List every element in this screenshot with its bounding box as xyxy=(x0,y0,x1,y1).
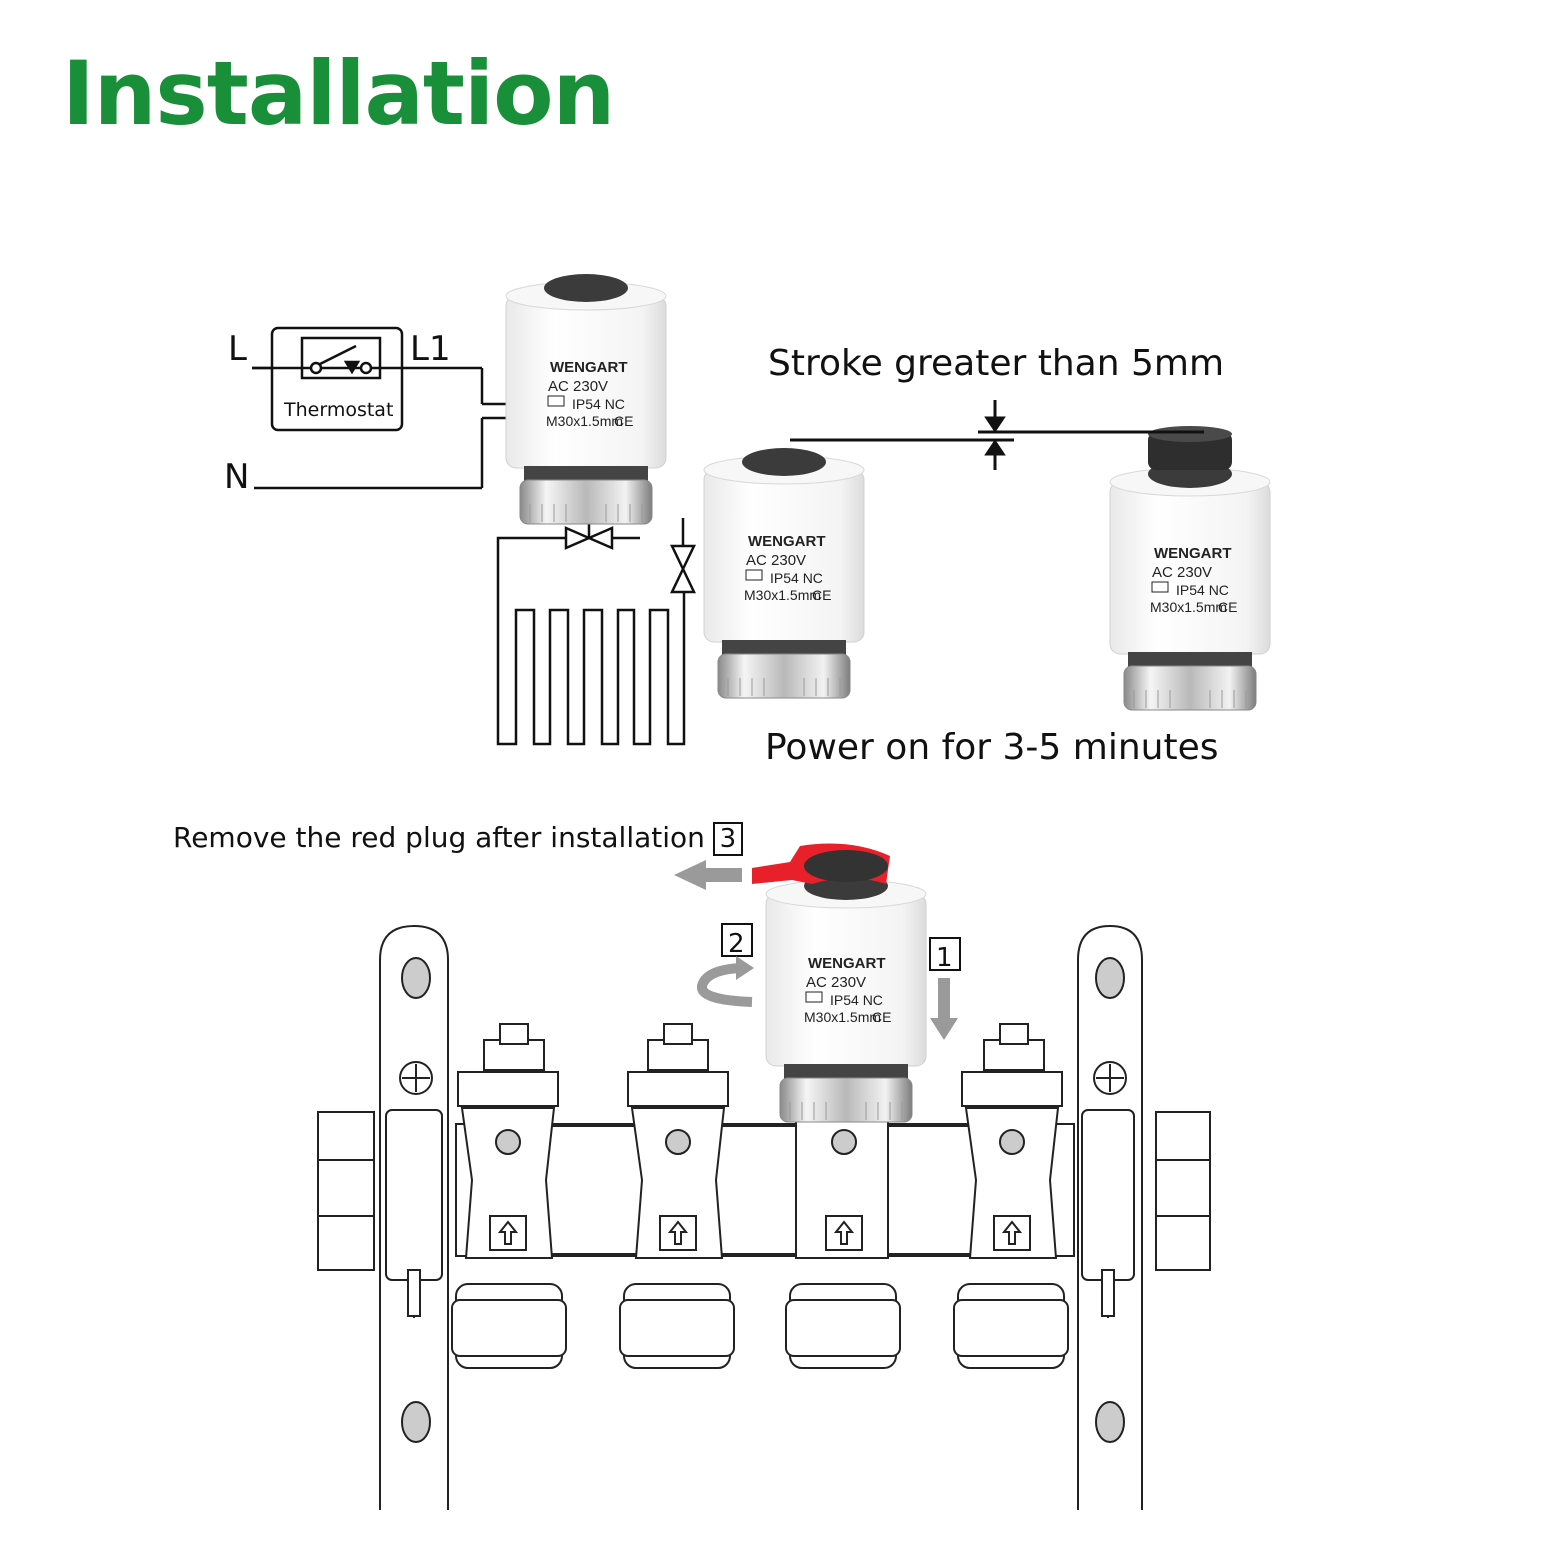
actuator-rating: IP54 NC xyxy=(830,992,883,1008)
valve-4 xyxy=(953,1023,1069,1369)
double-insulation-icon xyxy=(547,395,565,407)
remove-arrow xyxy=(674,860,742,890)
double-insulation-icon xyxy=(805,991,823,1003)
actuator-rating: IP54 NC xyxy=(1176,582,1229,598)
step-1-badge: 1 xyxy=(936,943,953,973)
stroke-indicator xyxy=(790,400,1204,470)
ce-mark: CE xyxy=(872,1009,891,1025)
red-plug xyxy=(752,843,890,884)
ce-mark: CE xyxy=(1218,599,1237,615)
floor-heating-loop xyxy=(496,518,696,746)
step-1-down: 1 xyxy=(929,937,961,1040)
double-insulation-icon xyxy=(1151,581,1169,593)
valve-2 xyxy=(619,1023,735,1369)
actuator-mounting: WENGART AC 230V IP54 NC M30x1.5mm CE xyxy=(765,871,927,1123)
actuator-thread: M30x1.5mm xyxy=(804,1009,881,1025)
left-end-cap xyxy=(317,1111,375,1271)
actuator-voltage: AC 230V xyxy=(1152,564,1212,581)
actuator-voltage: AC 230V xyxy=(746,552,806,569)
wire-label-n: N xyxy=(224,457,249,497)
actuator-brand: WENGART xyxy=(1154,545,1232,562)
actuator-voltage: AC 230V xyxy=(806,974,866,991)
actuator-wired: WENGART AC 230V IP54 NC M30x1.5mm CE xyxy=(505,273,667,525)
stroke-caption: Stroke greater than 5mm xyxy=(768,343,1225,384)
wiring-diagram: L L1 N Thermostat xyxy=(224,326,506,497)
step-2-badge: 2 xyxy=(728,929,745,959)
thermostat-box xyxy=(270,326,404,432)
valve-3 xyxy=(785,1107,901,1369)
actuator-brand: WENGART xyxy=(808,955,886,972)
actuator-after-power: WENGART AC 230V IP54 NC M30x1.5mm CE xyxy=(1109,426,1271,711)
actuator-voltage: AC 230V xyxy=(548,378,608,395)
right-end-cap xyxy=(1155,1111,1211,1271)
remove-plug-text: Remove the red plug after installation xyxy=(173,821,705,854)
actuator-brand: WENGART xyxy=(550,359,628,376)
actuator-thread: M30x1.5mm xyxy=(744,587,821,603)
actuator-thread: M30x1.5mm xyxy=(1150,599,1227,615)
wire-label-l1: L1 xyxy=(410,329,451,369)
power-on-caption: Power on for 3-5 minutes xyxy=(765,727,1219,768)
actuator-thread: M30x1.5mm xyxy=(546,413,623,429)
actuator-before-power: WENGART AC 230V IP54 NC M30x1.5mm CE xyxy=(703,447,865,699)
wire-label-l: L xyxy=(228,329,247,369)
ce-mark: CE xyxy=(812,587,831,603)
manifold xyxy=(317,924,1211,1510)
step-3-badge: 3 xyxy=(712,822,743,856)
ce-mark: CE xyxy=(614,413,633,429)
actuator-rating: IP54 NC xyxy=(770,570,823,586)
page-title: Installation xyxy=(62,42,615,145)
actuator-rating: IP54 NC xyxy=(572,396,625,412)
valve-1 xyxy=(451,1023,567,1369)
actuator-brand: WENGART xyxy=(748,533,826,550)
double-insulation-icon xyxy=(745,569,763,581)
thermostat-label: Thermostat xyxy=(283,399,393,421)
step-2-rotate: 2 xyxy=(697,923,754,1007)
